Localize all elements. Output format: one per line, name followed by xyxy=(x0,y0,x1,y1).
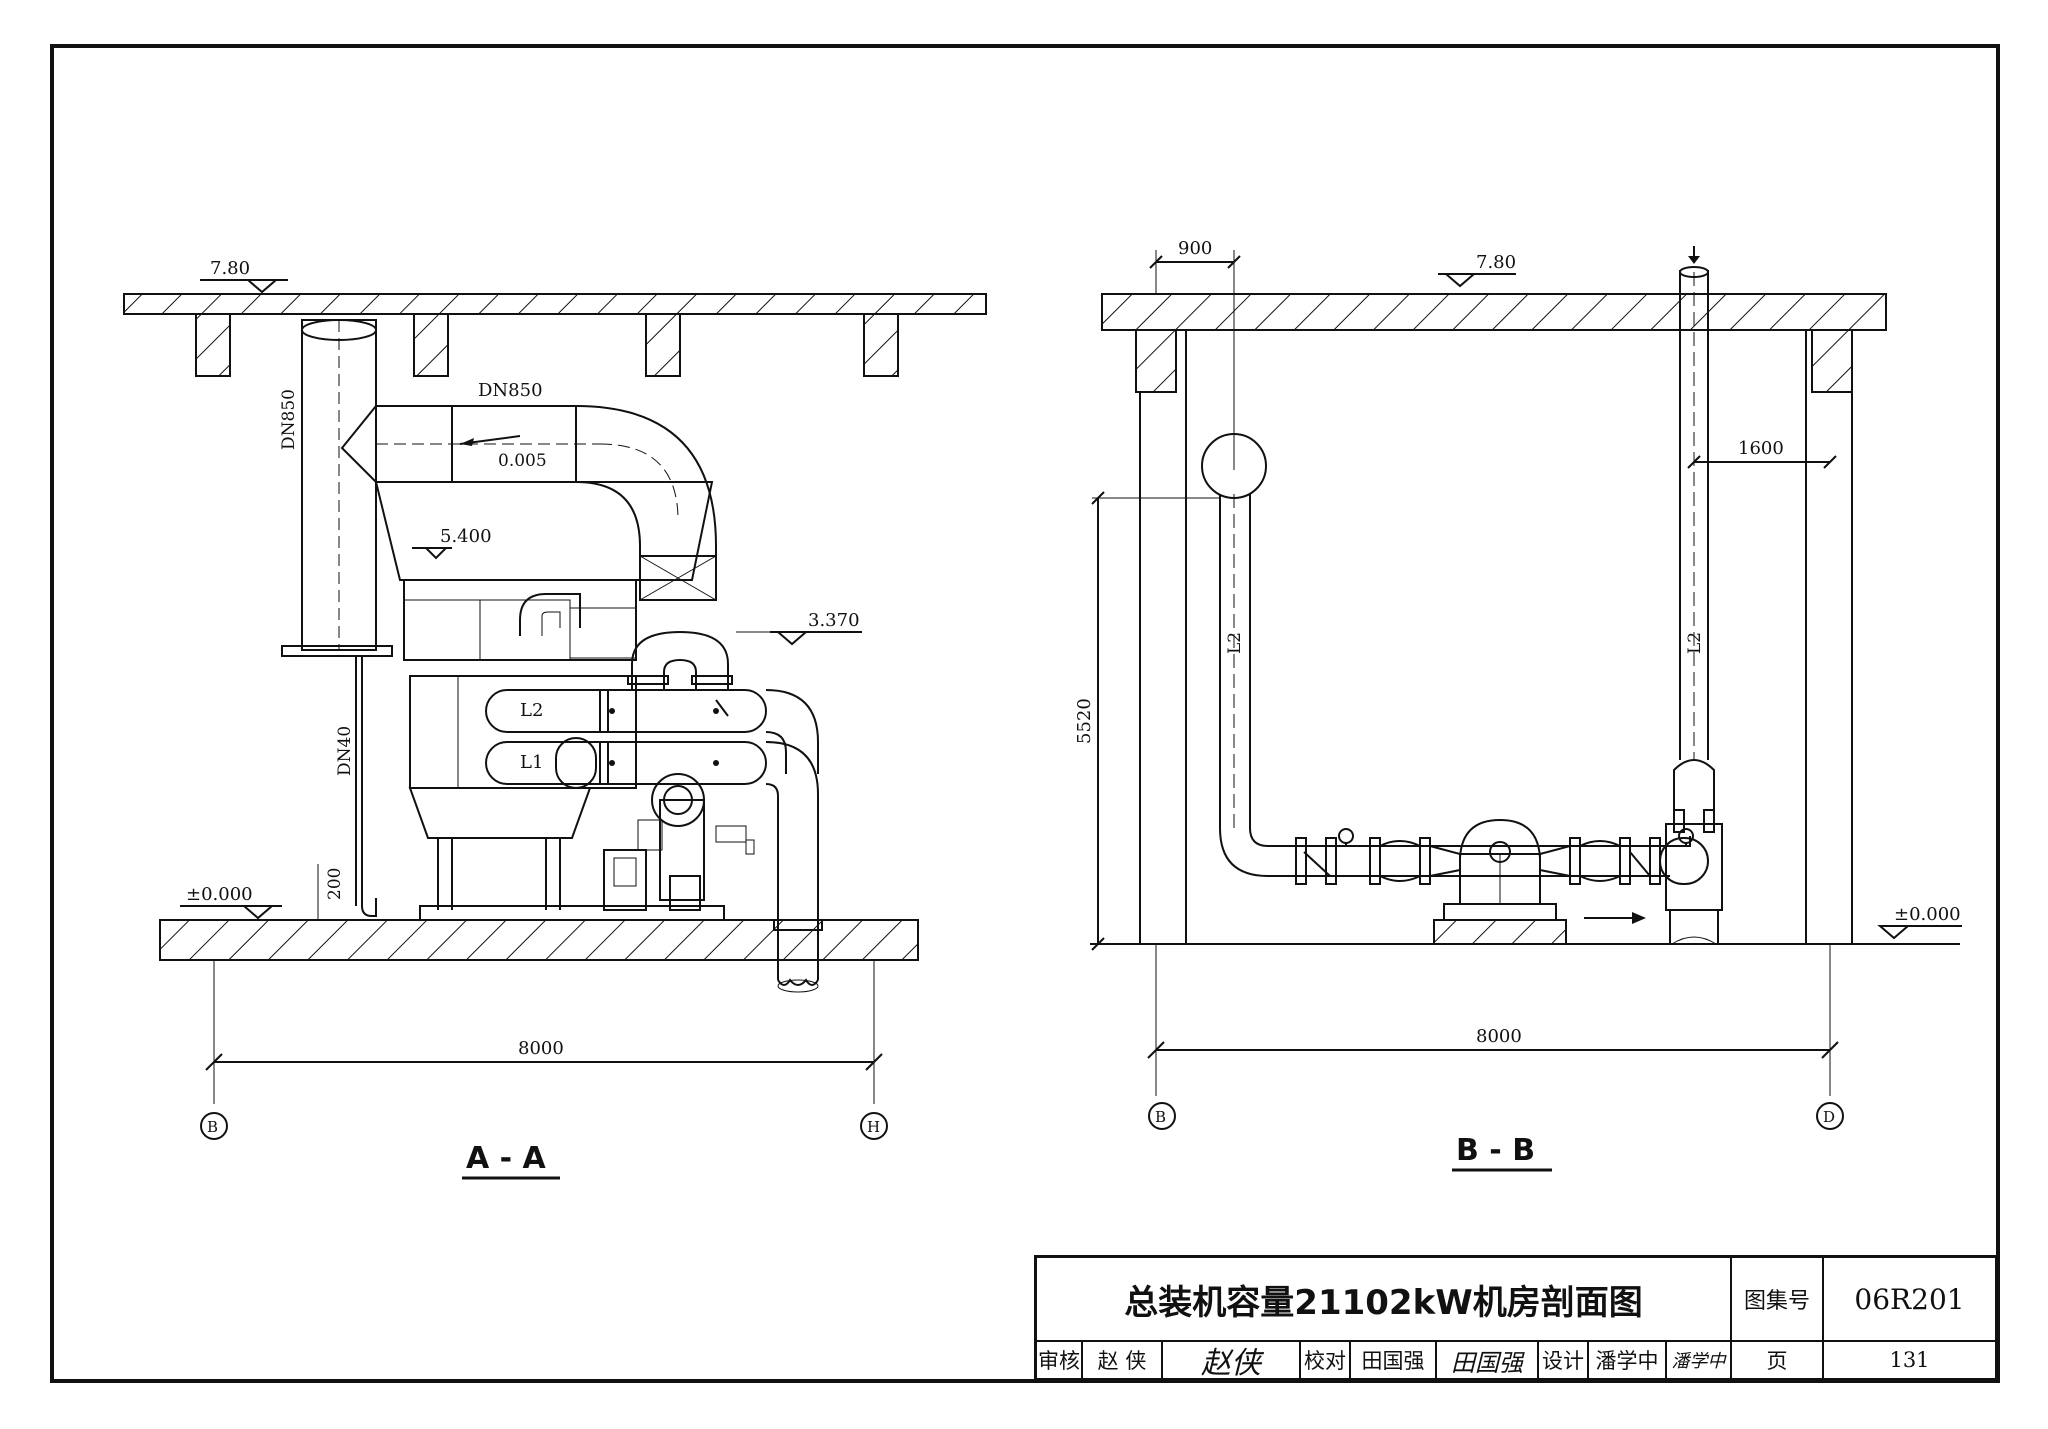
drain-pipe-aa: DN40 200 xyxy=(310,656,377,921)
axis-bubble-h-aa: H xyxy=(860,1112,888,1140)
dim-900-label: 900 xyxy=(1178,238,1212,259)
atlas-label: 图集号 xyxy=(1732,1258,1824,1342)
pump-train-bb xyxy=(1295,818,1694,945)
beam-bb-2 xyxy=(1811,329,1853,393)
section-aa: 7.80 ±0.000 DN850 DN850 0.005 xyxy=(123,258,987,1180)
check-signature: 田国强 xyxy=(1437,1342,1539,1378)
svg-text:B: B xyxy=(1155,1108,1166,1126)
ceiling-slab-bb xyxy=(1101,293,1887,331)
pump-aa xyxy=(603,773,755,911)
absorption-chiller-aa: 5.400 xyxy=(374,481,725,921)
dim-5520-label: 5520 xyxy=(1074,698,1095,744)
caption-bb: B - B xyxy=(1456,1133,1535,1168)
beam-aa-4 xyxy=(863,313,899,377)
riser-left-bb: L2 xyxy=(1201,433,1296,877)
design-signature: 潘学中 xyxy=(1667,1342,1732,1378)
width-dim-aa: 8000 xyxy=(518,1038,564,1059)
elev-side-label: 3.370 xyxy=(808,610,860,631)
elev-floor-bb-text: ±0.000 xyxy=(1894,904,1961,925)
caption-aa: A - A xyxy=(466,1141,547,1176)
drawing-title: 总装机容量21102kW机房剖面图 xyxy=(1037,1258,1732,1342)
elev-top-bb-text: 7.80 xyxy=(1476,252,1516,273)
axis-bubble-b-bb: B xyxy=(1148,1102,1176,1130)
dim-900: 900 xyxy=(1149,238,1241,470)
check-label: 校对 xyxy=(1301,1342,1351,1378)
title-block: 总装机容量21102kW机房剖面图 图集号 06R201 审核 赵 侠 赵侠 校… xyxy=(1034,1255,1998,1381)
elev-marker-floor-bb: ±0.000 xyxy=(1877,904,1962,940)
atlas-number: 06R201 xyxy=(1824,1258,1995,1342)
review-signature: 赵侠 xyxy=(1163,1342,1301,1381)
beam-aa-2 xyxy=(413,313,449,377)
elev-top-aa-text: 7.80 xyxy=(210,258,250,279)
dim-width-aa: 8000 xyxy=(205,960,883,1104)
label-l2-right: L2 xyxy=(1685,632,1705,654)
beam-aa-1 xyxy=(195,313,231,377)
section-bb: 7.80 ±0.000 900 L2 xyxy=(1074,238,1962,1172)
beam-bb-1 xyxy=(1135,329,1177,393)
main-duct-aa: DN850 0.005 xyxy=(340,380,717,601)
axis-bubble-b-aa: B xyxy=(200,1112,228,1140)
page-number: 131 xyxy=(1889,1348,1930,1372)
floor-slab-aa xyxy=(159,919,919,961)
dim-200-label: 200 xyxy=(325,868,345,900)
dim-width-bb: 8000 xyxy=(1147,944,1839,1096)
axis-bubble-d-bb: D xyxy=(1816,1102,1844,1130)
svg-text:D: D xyxy=(1823,1108,1835,1126)
riser-right-bb: L2 xyxy=(1659,246,1723,945)
svg-text:H: H xyxy=(867,1118,880,1136)
design-label: 设计 xyxy=(1539,1342,1589,1378)
beam-aa-3 xyxy=(645,313,681,377)
check-name: 田国强 xyxy=(1351,1342,1437,1378)
elev-floor-aa-text: ±0.000 xyxy=(186,884,253,905)
design-name: 潘学中 xyxy=(1589,1342,1667,1378)
pipe-l2-aa xyxy=(485,689,767,733)
elev-marker-top-bb: 7.80 xyxy=(1438,252,1516,288)
elev-marker-top-aa: 7.80 xyxy=(200,258,288,294)
review-name: 赵 侠 xyxy=(1083,1342,1163,1378)
dim-5520: 5520 xyxy=(1074,491,1220,951)
dim-1600: 1600 xyxy=(1687,438,1837,469)
elev-marker-side-aa: 3.370 xyxy=(736,610,862,646)
pipe-vertical-label: DN850 xyxy=(279,389,299,450)
header-pipes-aa: L2 L1 xyxy=(485,630,823,993)
label-l2-aa: L2 xyxy=(520,700,543,721)
svg-text:B: B xyxy=(207,1118,218,1136)
label-l1-aa: L1 xyxy=(520,752,543,773)
pipe-l1-aa xyxy=(485,741,767,785)
pipe-main-label: DN850 xyxy=(478,380,543,401)
elev-mid-label: 5.400 xyxy=(440,526,492,547)
dim-1600-label: 1600 xyxy=(1738,438,1784,459)
page-label: 页 xyxy=(1732,1342,1824,1378)
pipe-drain-label: DN40 xyxy=(335,726,355,776)
sheet-border xyxy=(50,44,2000,1383)
stack-base xyxy=(281,645,393,657)
width-dim-bb: 8000 xyxy=(1476,1026,1522,1047)
elev-marker-floor-aa: ±0.000 xyxy=(180,884,282,920)
ceiling-slab-aa xyxy=(123,293,987,315)
review-label: 审核 xyxy=(1037,1342,1083,1378)
slope-label: 0.005 xyxy=(498,451,547,471)
label-l2-left: L2 xyxy=(1225,632,1245,654)
